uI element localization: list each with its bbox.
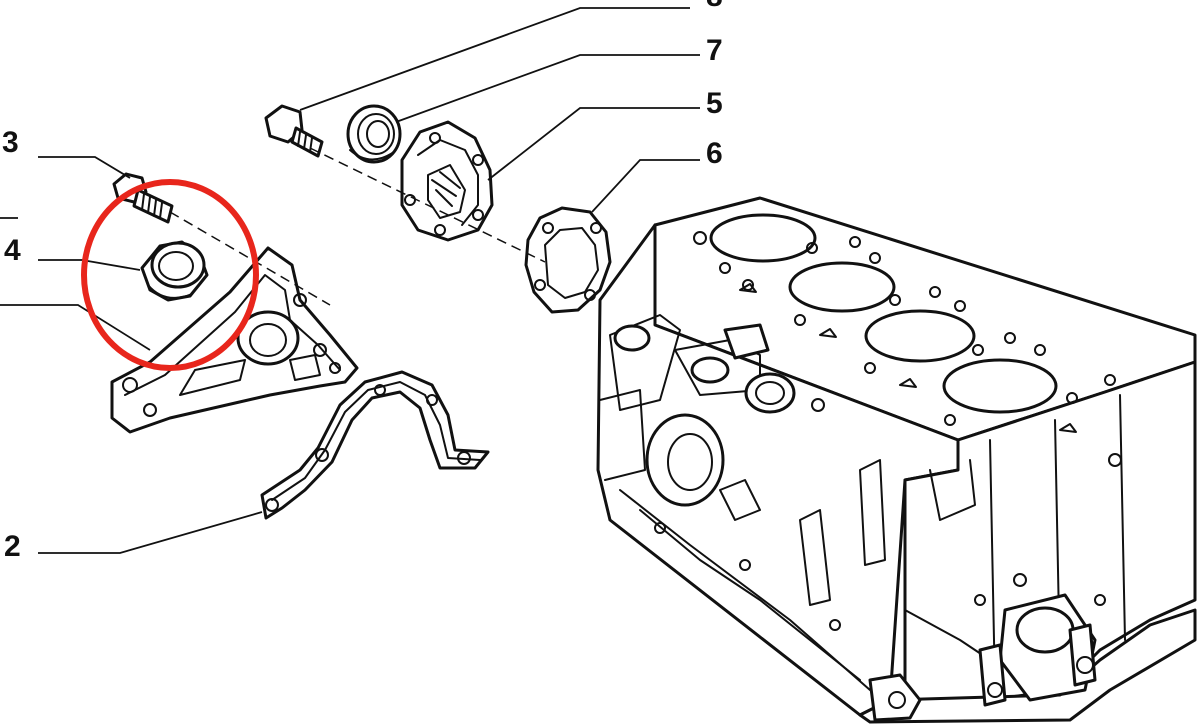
deck-holes	[693, 231, 1116, 433]
callout-8: 8	[706, 0, 723, 13]
bolt-part-8	[264, 104, 324, 158]
centerline-front	[309, 147, 546, 263]
oil-seal-part-4	[140, 240, 209, 302]
callout-labels: 8 7 5 6 3 4 2	[2, 0, 723, 563]
callout-6: 6	[706, 137, 723, 170]
oil-seal-part-7	[346, 104, 402, 164]
gasket-part-2	[260, 370, 490, 520]
front-cover-part-5	[400, 120, 494, 242]
leader-lines	[0, 7, 700, 554]
callout-2: 2	[4, 530, 21, 563]
callout-4: 4	[4, 234, 21, 267]
block-front-details	[599, 314, 886, 691]
main-bearing-housing	[868, 593, 1097, 722]
callout-3: 3	[2, 126, 19, 159]
callout-5: 5	[706, 87, 723, 120]
callout-7: 7	[706, 34, 723, 67]
highlight-circle	[81, 179, 259, 371]
engine-block	[596, 196, 1197, 724]
gasket-part-6	[524, 206, 612, 314]
